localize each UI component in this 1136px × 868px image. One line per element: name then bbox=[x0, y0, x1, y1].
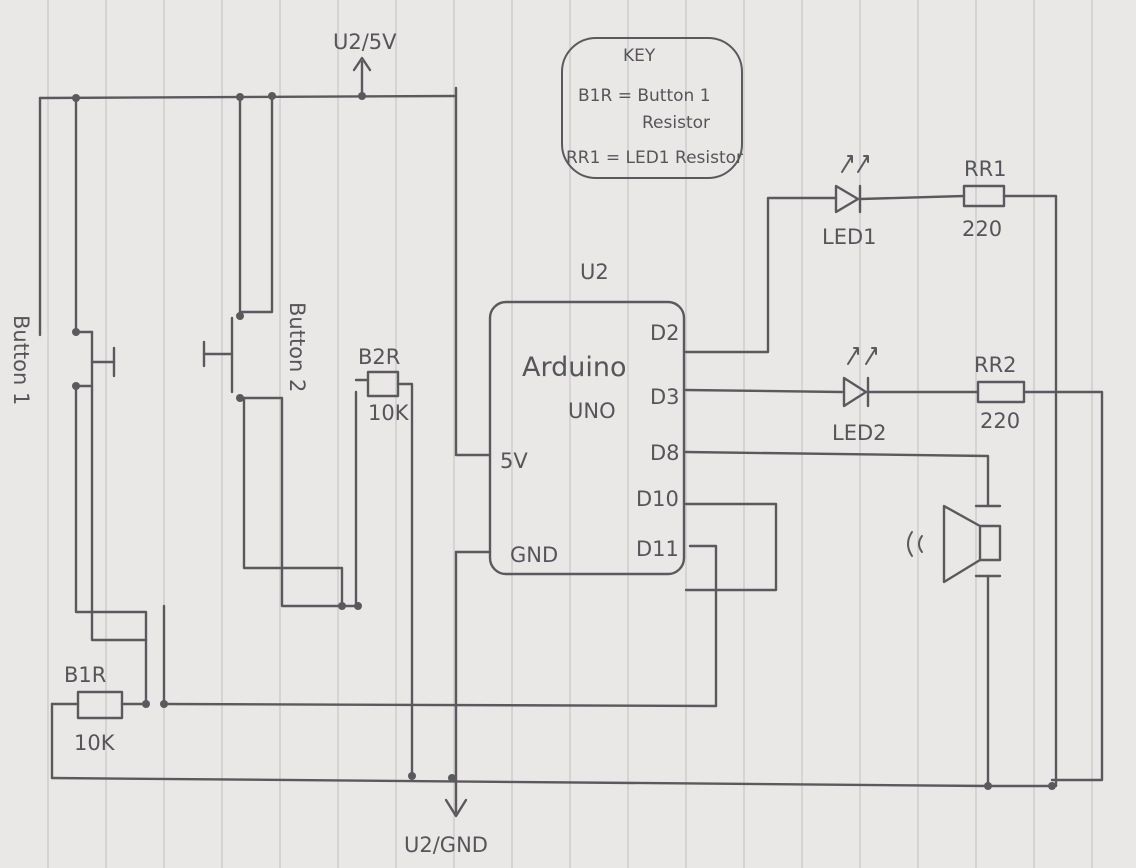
arduino-model: UNO bbox=[568, 399, 616, 423]
key-line-2: RR1 = LED1 Resistor bbox=[566, 148, 743, 168]
b1r-label: B1R bbox=[64, 663, 106, 687]
button-2-switch bbox=[202, 94, 344, 608]
pin-d3-label: D3 bbox=[650, 385, 680, 409]
key-line-1b: Resistor bbox=[642, 113, 710, 133]
gnd-label: U2/GND bbox=[404, 833, 488, 857]
button-2-label: Button 2 bbox=[285, 302, 309, 392]
b1r-value: 10K bbox=[74, 731, 116, 755]
rr2-value: 220 bbox=[980, 409, 1020, 433]
arduino-ref: U2 bbox=[580, 260, 609, 284]
5v-label: U2/5V bbox=[333, 30, 397, 54]
rr2-label: RR2 bbox=[974, 353, 1017, 377]
pin-d10-label: D10 bbox=[636, 487, 679, 511]
button-1-label: Button 1 bbox=[9, 315, 33, 405]
key-box bbox=[561, 37, 743, 179]
rr1-value: 220 bbox=[962, 217, 1002, 241]
pin-d11-label: D11 bbox=[636, 537, 679, 561]
led-1 bbox=[684, 155, 966, 354]
b2r-label: B2R bbox=[358, 345, 400, 369]
speaker-icon bbox=[684, 450, 1002, 790]
key-line-1: B1R = Button 1 bbox=[578, 86, 711, 106]
5v-rail bbox=[38, 56, 458, 457]
led-2 bbox=[684, 347, 980, 408]
ground-bus bbox=[50, 772, 1054, 788]
button-1-switch bbox=[38, 96, 166, 706]
pin-gnd-label: GND bbox=[510, 543, 558, 567]
notebook-rules bbox=[47, 0, 1093, 868]
arduino-name: Arduino bbox=[522, 352, 626, 383]
rr2-resistor bbox=[976, 380, 1104, 782]
arduino-uno-body bbox=[444, 300, 686, 818]
d10-wire bbox=[684, 502, 778, 592]
led-1-label: LED1 bbox=[822, 225, 877, 249]
rr1-resistor bbox=[962, 184, 1058, 790]
b1r-resistor bbox=[50, 544, 718, 780]
rr1-label: RR1 bbox=[964, 157, 1007, 181]
b2r-resistor bbox=[336, 370, 414, 778]
pin-5v-label: 5V bbox=[500, 449, 528, 473]
key-heading: KEY bbox=[623, 46, 656, 66]
b2r-value: 10K bbox=[368, 401, 410, 425]
pin-d8-label: D8 bbox=[650, 441, 680, 465]
led-2-label: LED2 bbox=[832, 421, 887, 445]
pin-d2-label: D2 bbox=[650, 321, 680, 345]
